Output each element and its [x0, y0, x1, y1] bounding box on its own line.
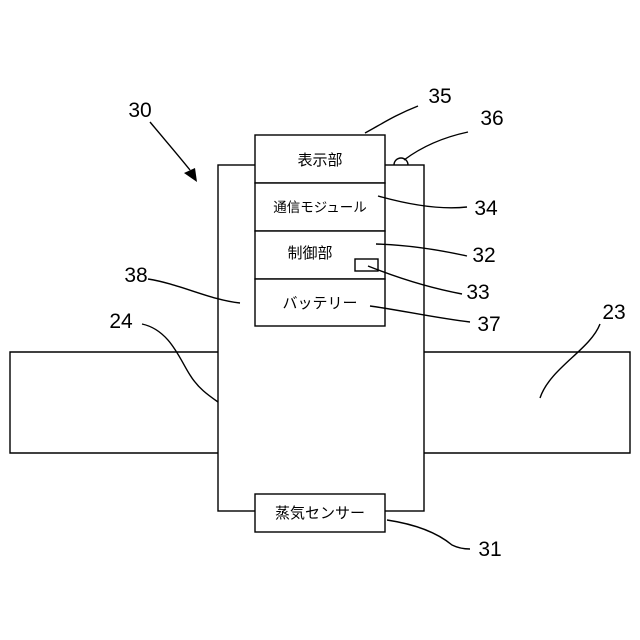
- ref-36: 36: [480, 107, 503, 130]
- ref-24: 24: [109, 310, 133, 333]
- control-label: 制御部: [287, 244, 332, 262]
- ref-30: 30: [128, 99, 151, 122]
- band-right-segment: [424, 352, 630, 453]
- ref-34: 34: [474, 197, 498, 220]
- ref-23: 23: [602, 301, 625, 324]
- band-left-segment: [10, 352, 218, 453]
- arrowhead-30: [184, 168, 197, 182]
- leader-34: [378, 196, 467, 208]
- leader-35: [365, 106, 418, 133]
- leader-32: [376, 244, 467, 256]
- battery-label: バッテリー: [282, 294, 357, 312]
- leader-38: [148, 279, 240, 303]
- leader-31: [387, 520, 470, 549]
- leader-24: [142, 324, 218, 402]
- ref-32: 32: [472, 244, 495, 267]
- leader-30: [150, 122, 190, 170]
- comm-module-label: 通信モジュール: [273, 200, 367, 216]
- leader-36: [404, 132, 468, 160]
- display-label: 表示部: [297, 151, 342, 169]
- ref-31: 31: [478, 538, 501, 561]
- ref-38: 38: [124, 264, 147, 287]
- ref-37: 37: [477, 313, 500, 336]
- ref-35: 35: [428, 85, 451, 108]
- leader-23: [540, 324, 600, 398]
- vapor-sensor-label: 蒸気センサー: [275, 504, 365, 522]
- ref-33: 33: [466, 281, 489, 304]
